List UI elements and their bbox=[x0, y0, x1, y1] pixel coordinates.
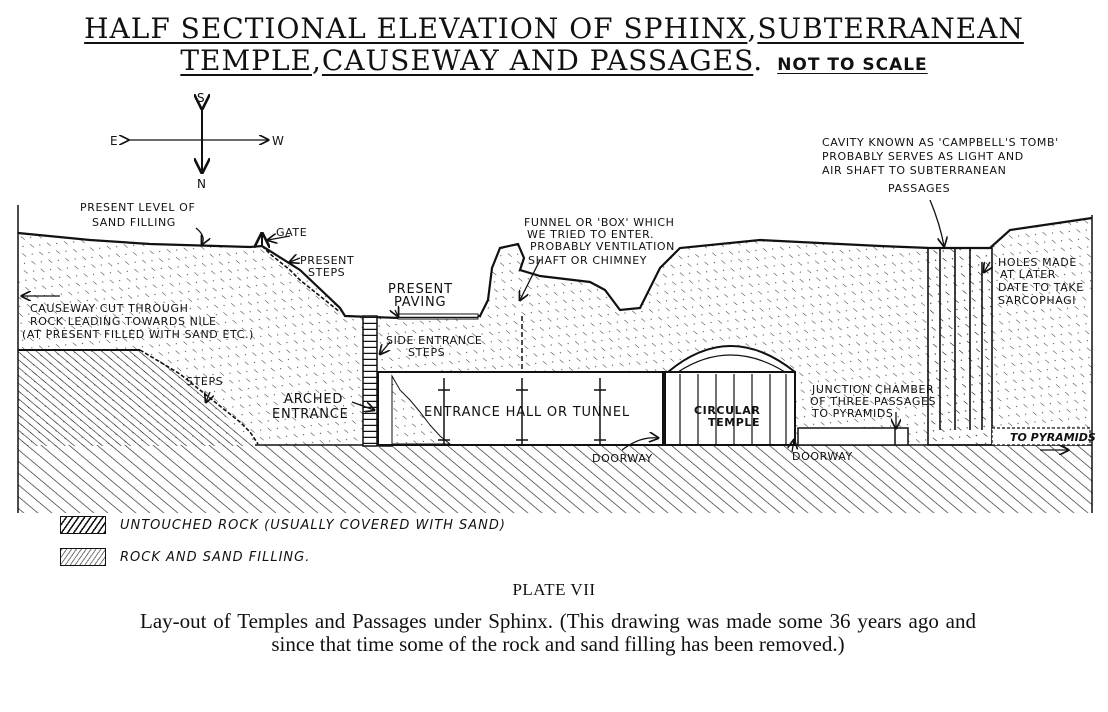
label-funnel-4: SHAFT OR CHIMNEY bbox=[528, 254, 647, 267]
label-holes-3: DATE TO TAKE bbox=[998, 281, 1084, 294]
label-doorway-2: DOORWAY bbox=[792, 450, 853, 463]
label-causeway-3: (AT PRESENT FILLED WITH SAND ETC.) bbox=[22, 328, 254, 341]
junction-chamber[interactable] bbox=[797, 427, 909, 446]
title-part-2: SUBTERRANEAN bbox=[757, 12, 1024, 45]
label-campbell-4: PASSAGES bbox=[888, 182, 950, 195]
label-funnel-3: PROBABLY VENTILATION bbox=[530, 240, 675, 253]
label-campbell-3: AIR SHAFT TO SUBTERRANEAN bbox=[822, 164, 1006, 177]
present-steps-profile bbox=[261, 245, 341, 313]
label-causeway-2: ROCK LEADING TOWARDS NILE bbox=[30, 315, 217, 328]
title-period: . bbox=[753, 44, 764, 77]
untouched-rock-left bbox=[18, 350, 255, 446]
compass-east: E bbox=[110, 134, 118, 148]
label-junction-1: JUNCTION CHAMBER bbox=[811, 383, 934, 396]
title-part-3: TEMPLE bbox=[180, 44, 312, 77]
campbells-tomb-shafts bbox=[927, 247, 993, 446]
label-present-steps-1: PRESENT bbox=[300, 254, 354, 267]
present-paving bbox=[397, 313, 479, 320]
untouched-rock-swatch bbox=[60, 516, 106, 534]
title-line-1: HALF SECTIONAL ELEVATION OF SPHINX,SUBTE… bbox=[0, 12, 1108, 45]
fill-debris bbox=[391, 374, 452, 445]
compass-south: S bbox=[197, 91, 205, 105]
label-circular-temple-2: TEMPLE bbox=[708, 416, 760, 429]
label-side-entrance-2: STEPS bbox=[408, 346, 445, 359]
label-arched-entrance-1: ARCHED bbox=[284, 392, 343, 407]
passage-to-pyramids[interactable] bbox=[991, 427, 1091, 446]
plate-number: PLATE VII bbox=[512, 580, 596, 599]
label-present-steps-2: STEPS bbox=[308, 266, 345, 279]
label-causeway-1: CAUSEWAY CUT THROUGH bbox=[30, 302, 188, 315]
title-part-1: HALF SECTIONAL ELEVATION OF SPHINX bbox=[84, 12, 748, 45]
label-circular-temple-1: CIRCULAR bbox=[694, 404, 760, 417]
title-comma: , bbox=[747, 12, 758, 45]
title-line-2: TEMPLE,CAUSEWAY AND PASSAGES. NOT TO SCAL… bbox=[0, 44, 1108, 77]
compass-west: W bbox=[272, 134, 284, 148]
label-paving-1: PRESENT bbox=[388, 282, 453, 297]
legend-label: ROCK AND SAND FILLING. bbox=[120, 549, 311, 565]
label-paving-2: PAVING bbox=[394, 295, 446, 310]
label-funnel-2: WE TRIED TO ENTER. bbox=[527, 228, 654, 241]
sand-filling-region bbox=[18, 218, 1092, 445]
compass-rose: S E W N bbox=[110, 91, 284, 191]
legend-label: UNTOUCHED ROCK (USUALLY COVERED WITH SAN… bbox=[120, 517, 506, 533]
temple-columns bbox=[679, 374, 787, 445]
side-entrance-steps[interactable] bbox=[362, 315, 378, 447]
label-arched-entrance-2: ENTRANCE bbox=[272, 407, 349, 422]
label-campbell-1: CAVITY KNOWN AS 'CAMPBELL'S TOMB' bbox=[822, 136, 1059, 149]
compass-north: N bbox=[197, 177, 206, 191]
label-junction-2: OF THREE PASSAGES bbox=[810, 395, 936, 408]
legend-item-rock-sand-filling: ROCK AND SAND FILLING. bbox=[60, 548, 310, 566]
label-funnel-1: FUNNEL OR 'BOX' WHICH bbox=[524, 216, 675, 229]
label-holes-4: SARCOPHAGI bbox=[998, 294, 1076, 307]
scale-note: NOT TO SCALE bbox=[777, 55, 928, 75]
label-to-pyramids: TO PYRAMIDS bbox=[1010, 431, 1096, 444]
temple-dome bbox=[667, 345, 796, 373]
figure-caption: Lay-out of Temples and Passages under Sp… bbox=[140, 609, 976, 656]
legend-item-untouched-rock: UNTOUCHED ROCK (USUALLY COVERED WITH SAN… bbox=[60, 516, 506, 534]
label-sand-level-2: SAND FILLING bbox=[92, 216, 176, 229]
untouched-rock-base bbox=[18, 445, 1092, 513]
label-sand-level-1: PRESENT LEVEL OF bbox=[80, 201, 195, 214]
title-part-4: CAUSEWAY AND PASSAGES bbox=[321, 44, 754, 77]
label-steps: STEPS bbox=[186, 375, 223, 388]
label-junction-3: TO PYRAMIDS bbox=[811, 407, 894, 420]
label-holes-2: AT LATER bbox=[1000, 268, 1056, 281]
temple-dome-inner bbox=[677, 354, 786, 373]
rock-sand-filling-swatch bbox=[60, 548, 106, 566]
circular-temple[interactable] bbox=[664, 371, 796, 446]
label-campbell-2: PROBABLY SERVES AS LIGHT AND bbox=[822, 150, 1024, 163]
label-holes-1: HOLES MADE bbox=[998, 256, 1077, 269]
label-doorway-1: DOORWAY bbox=[592, 452, 653, 465]
hall-pillars bbox=[438, 378, 606, 445]
sectional-elevation-drawing: S E W N bbox=[17, 91, 1096, 513]
label-side-entrance-1: SIDE ENTRANCE bbox=[386, 334, 482, 347]
label-gate: GATE bbox=[276, 226, 307, 239]
title-comma: , bbox=[312, 44, 322, 77]
steps-profile bbox=[139, 349, 259, 445]
label-entrance-hall: ENTRANCE HALL OR TUNNEL bbox=[424, 405, 630, 420]
